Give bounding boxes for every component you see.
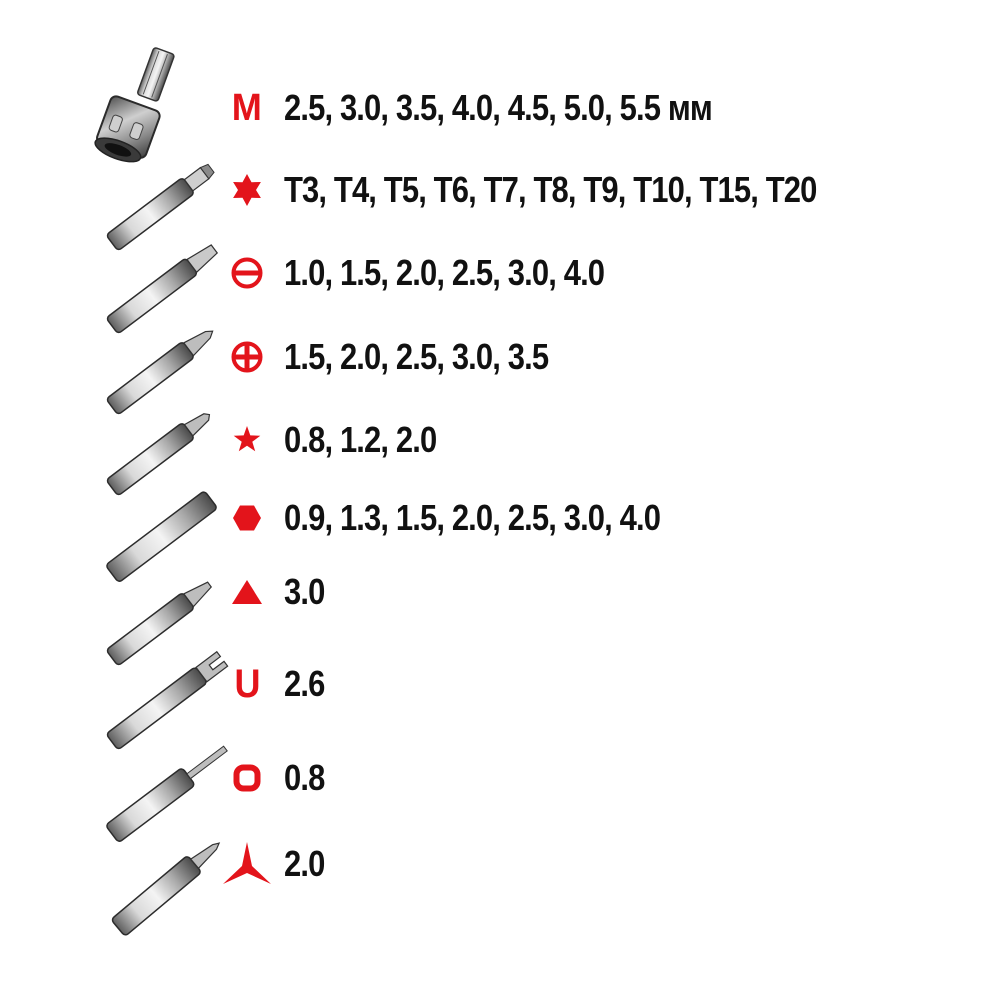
- triangle-icon: [218, 562, 276, 622]
- size-row-ring: 0.8: [0, 748, 1000, 828]
- size-row-phillips: 1.5, 2.0, 2.5, 3.0, 3.5: [0, 327, 1000, 407]
- size-list: 0.8: [284, 757, 325, 798]
- pentalobe-star-icon: [218, 410, 276, 470]
- size-row-hex: 0.9, 1.3, 1.5, 2.0, 2.5, 3.0, 4.0: [0, 488, 1000, 568]
- size-list: 2.0: [284, 843, 325, 884]
- size-list: 0.8, 1.2, 2.0: [284, 419, 437, 460]
- size-row-triangle: 3.0: [0, 562, 1000, 642]
- size-list: 2.6: [284, 663, 325, 704]
- hex-icon: [218, 488, 276, 548]
- size-row-torx: T3, T4, T5, T6, T7, T8, T9, T10, T15, T2…: [0, 160, 1000, 240]
- metric-socket-letter-icon: M: [231, 86, 263, 129]
- ring-square-icon: [218, 748, 276, 808]
- u-shape-letter-icon: U: [233, 661, 260, 706]
- tri-wing-y-icon: [218, 834, 276, 894]
- size-row-tri-wing: 2.0: [0, 834, 1000, 914]
- size-row-pentalobe: 0.8, 1.2, 2.0: [0, 410, 1000, 490]
- size-row-slotted: 1.0, 1.5, 2.0, 2.5, 3.0, 4.0: [0, 243, 1000, 323]
- size-row-metric-socket: M 2.5, 3.0, 3.5, 4.0, 4.5, 5.0, 5.5 мм: [0, 78, 1000, 158]
- size-list: T3, T4, T5, T6, T7, T8, T9, T10, T15, T2…: [284, 169, 817, 210]
- size-list: 1.0, 1.5, 2.0, 2.5, 3.0, 4.0: [284, 252, 605, 293]
- torx-star-icon: [218, 160, 276, 220]
- phillips-icon: [218, 327, 276, 387]
- size-row-u-shape: U 2.6: [0, 654, 1000, 734]
- size-list: 2.5, 3.0, 3.5, 4.0, 4.5, 5.0, 5.5 мм: [284, 87, 713, 128]
- size-list: 0.9, 1.3, 1.5, 2.0, 2.5, 3.0, 4.0: [284, 497, 661, 538]
- size-list: 3.0: [284, 571, 325, 612]
- slotted-icon: [218, 243, 276, 303]
- size-list: 1.5, 2.0, 2.5, 3.0, 3.5: [284, 336, 549, 377]
